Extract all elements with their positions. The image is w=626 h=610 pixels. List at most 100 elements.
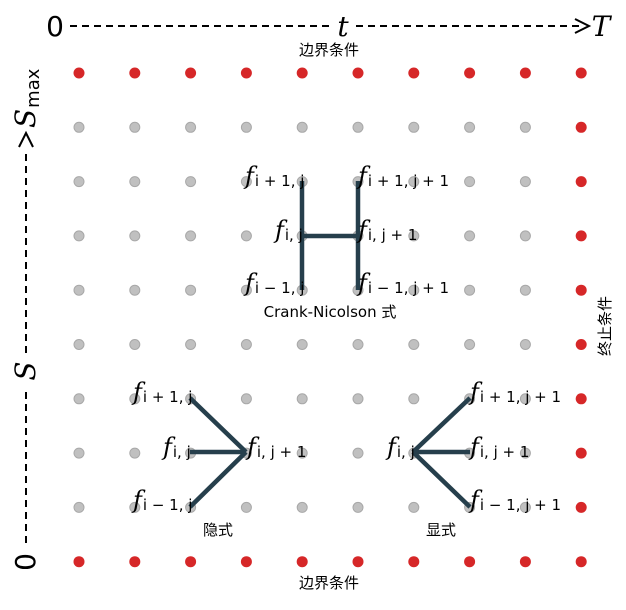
interior-grid-node <box>129 501 141 513</box>
crank-nicolson-stencil <box>299 181 361 290</box>
interior-grid-node <box>73 501 85 513</box>
boundary-grid-node <box>129 556 141 568</box>
boundary-grid-node <box>129 67 141 79</box>
interior-grid-node <box>73 447 85 459</box>
interior-grid-node <box>352 393 364 405</box>
explicit-f-source: fi, j <box>385 433 415 461</box>
interior-grid-node <box>129 230 141 242</box>
cn-f-mid-left: fi, j <box>273 216 303 244</box>
implicit-lower-arm <box>188 450 248 509</box>
boundary-grid-node <box>575 339 587 350</box>
boundary-grid-node <box>73 556 85 568</box>
boundary-grid-node <box>240 556 252 568</box>
implicit-upper-arm <box>188 396 248 454</box>
interior-grid-node <box>464 339 476 350</box>
interior-grid-node <box>129 393 141 405</box>
interior-grid-node <box>408 284 420 296</box>
interior-grid-node <box>408 339 420 350</box>
boundary-grid-node <box>408 556 420 568</box>
interior-grid-node <box>296 393 308 405</box>
interior-grid-node <box>519 230 531 242</box>
price-axis-start-label: 0 <box>9 553 42 571</box>
interior-grid-node <box>408 393 420 405</box>
boundary-grid-node <box>408 67 420 79</box>
explicit-caption: 显式 <box>426 521 456 539</box>
boundary-grid-node <box>519 67 531 79</box>
interior-grid-node <box>73 230 85 242</box>
boundary-grid-node <box>352 556 364 568</box>
interior-grid-node <box>129 121 141 133</box>
cn-f-down-right: fi − 1, j + 1 <box>356 269 449 297</box>
interior-grid-node <box>73 393 85 405</box>
explicit-labels: fi, j fi + 1, j + 1 fi, j + 1 fi − 1, j … <box>385 378 561 539</box>
interior-grid-node <box>464 284 476 296</box>
interior-grid-node <box>240 121 252 133</box>
explicit-f-down: fi − 1, j + 1 <box>468 486 561 514</box>
boundary-grid-node <box>240 67 252 79</box>
implicit-stencil <box>188 396 248 509</box>
time-axis-start-label: 0 <box>46 10 64 43</box>
boundary-grid-node <box>185 67 197 79</box>
explicit-upper-arm <box>411 396 472 454</box>
boundary-grid-node <box>352 67 364 79</box>
interior-grid-node <box>129 284 141 296</box>
interior-grid-node <box>519 393 531 405</box>
cn-f-up-left: fi + 1, j <box>243 162 304 190</box>
interior-grid-node <box>240 284 252 296</box>
boundary-condition-bottom-label: 边界条件 <box>299 574 359 592</box>
interior-grid-node <box>519 284 531 296</box>
boundary-grid-node <box>519 556 531 568</box>
interior-grid-node <box>296 121 308 133</box>
interior-grid-node <box>519 176 531 188</box>
interior-grid-node <box>296 447 308 459</box>
implicit-caption: 隐式 <box>203 521 233 539</box>
boundary-grid-node <box>575 67 587 79</box>
interior-grid-node <box>129 339 141 350</box>
boundary-grid-node <box>575 121 587 133</box>
cn-f-mid-right: fi, j + 1 <box>356 216 417 244</box>
interior-grid-node <box>185 176 197 188</box>
interior-grid-node <box>185 284 197 296</box>
boundary-grid-node <box>575 393 587 405</box>
interior-grid-node <box>240 230 252 242</box>
terminal-condition-label: 终止条件 <box>596 296 614 356</box>
interior-grid-node <box>296 339 308 350</box>
interior-grid-node <box>129 447 141 459</box>
boundary-grid-node <box>464 556 476 568</box>
time-axis-arrowhead <box>574 18 592 34</box>
boundary-grid-node <box>575 176 587 188</box>
crank-nicolson-caption: Crank-Nicolson 式 <box>264 303 397 321</box>
interior-grid-node <box>185 230 197 242</box>
boundary-grid-node <box>296 67 308 79</box>
explicit-stencil <box>411 396 472 509</box>
implicit-f-up: fi + 1, j <box>131 378 192 406</box>
interior-grid-node <box>352 447 364 459</box>
interior-grid-node <box>73 121 85 133</box>
interior-grid-node <box>408 501 420 513</box>
interior-grid-node <box>352 339 364 350</box>
boundary-grid-node <box>185 556 197 568</box>
boundary-grid-node <box>296 556 308 568</box>
time-axis: 0 t T <box>46 10 613 43</box>
interior-grid-node <box>464 121 476 133</box>
interior-grid-node <box>408 230 420 242</box>
explicit-f-up: fi + 1, j + 1 <box>468 378 561 406</box>
interior-grid-node <box>408 121 420 133</box>
price-axis-end-label: Smax <box>9 68 44 128</box>
interior-grid-node <box>240 393 252 405</box>
explicit-f-mid: fi, j + 1 <box>468 433 529 461</box>
boundary-grid-node <box>73 67 85 79</box>
interior-grid-node <box>296 501 308 513</box>
interior-grid-node <box>240 501 252 513</box>
crank-nicolson-labels: fi + 1, j fi, j fi − 1, j fi + 1, j + 1 … <box>243 162 449 321</box>
cn-f-down-left: fi − 1, j <box>243 269 304 297</box>
interior-grid-node <box>240 176 252 188</box>
implicit-f-target: fi, j + 1 <box>245 433 306 461</box>
price-axis-end-symbol: S <box>9 109 42 128</box>
interior-grid-node <box>519 501 531 513</box>
interior-grid-node <box>408 176 420 188</box>
explicit-lower-arm <box>411 450 472 509</box>
interior-grid-node <box>464 176 476 188</box>
interior-grid-node <box>519 121 531 133</box>
